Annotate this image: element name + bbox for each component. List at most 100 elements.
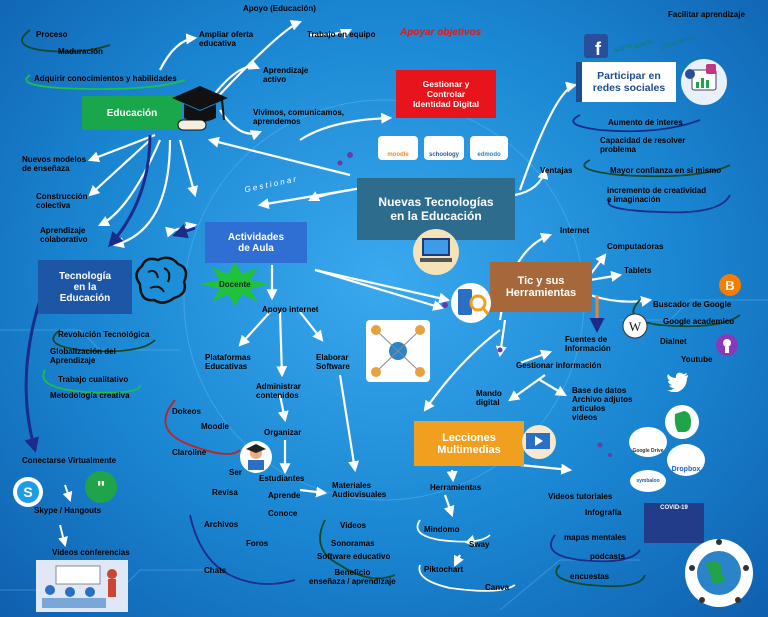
svg-text:S: S [23, 484, 32, 500]
label-skype: Skype / Hangouts [34, 506, 102, 515]
label-infografia: Infografía [585, 508, 622, 517]
label-gestionar-informacion: Gestionar información [516, 361, 602, 370]
docente-label: Docente [219, 280, 251, 289]
label-fuentes: Fuentes de Información [565, 335, 611, 353]
brain-icon [135, 256, 188, 304]
label-piktochart: Piktochart [424, 565, 464, 574]
globe-icon [685, 539, 753, 607]
label-claroline: Claroline [172, 448, 207, 457]
phone-search-icon [451, 283, 491, 323]
identidad-digital-node: Gestionar y Controlar Identidad Digital [396, 70, 496, 118]
student-icon [240, 441, 272, 473]
label-ventajas: Ventajas [540, 166, 573, 175]
label-beneficio: Beneficio enseñaza / aprendizaje [309, 568, 396, 586]
svg-text:B: B [725, 278, 734, 293]
label-cualitativo: Trabajo cualitativo [58, 375, 129, 384]
svg-text:f: f [595, 39, 602, 58]
evernote-icon [665, 405, 699, 439]
label-mapas: mapas mentales [564, 533, 627, 542]
label-dokeos: Dokeos [172, 407, 201, 416]
moodle-logo: moodle [378, 136, 418, 160]
label-internet: Internet [560, 226, 590, 235]
label-youtube: Youtube [681, 355, 713, 364]
label-academico: Google academico [663, 317, 735, 326]
computer-icon [413, 229, 459, 275]
label-apoyo-internet: Apoyo internet [262, 305, 319, 314]
label-foros: Foros [246, 539, 269, 548]
label-videos: Videos [340, 521, 367, 530]
covid-infographic: COVID-19 [644, 503, 704, 543]
label-buscador: Buscador de Google [653, 300, 732, 309]
label-aprendizaje-activo: Aprendizaje activo [263, 66, 309, 84]
tecnologia-node: Tecnología en la Educación [38, 260, 132, 314]
label-globalizacion: Globalización del Aprendizaje [50, 347, 116, 365]
label-construccion: Construcción colectiva [36, 192, 88, 210]
label-sway: Sway [469, 540, 490, 549]
schoology-logo: schoology [424, 136, 464, 160]
edmodo-logo: edmodo [470, 136, 508, 160]
social-media-icon [681, 59, 727, 105]
label-facilitar: Facilitar aprendizaje [668, 10, 745, 19]
label-base-datos: Base de datos Archivo adjutos articulos … [572, 386, 633, 422]
label-revisa: Revisa [212, 488, 238, 497]
label-colaborativo: Aprendizaje colaborativo [40, 226, 88, 244]
label-creatividad: incremento de creatividad e imaginación [607, 186, 707, 204]
symbaloo-logo: symbaloo [630, 470, 666, 492]
people-network-icon [366, 320, 430, 382]
docente-star [200, 262, 270, 306]
lecciones-node: Lecciones Multimedias [414, 421, 524, 466]
label-maduracion: Maduración [58, 47, 103, 56]
twitter-icon [667, 372, 688, 392]
svg-text:": " [97, 478, 106, 498]
label-chats: Chats [204, 566, 227, 575]
label-tablets: Tablets [624, 266, 652, 275]
label-mindomo: Mindomo [424, 525, 460, 534]
label-proceso: Proceso [36, 30, 68, 39]
label-computadoras: Computadoras [607, 242, 664, 251]
label-ampliar: Ampliar oferta educativa [199, 30, 254, 48]
label-dialnet: Dialnet [660, 337, 687, 346]
hangouts-icon: " [85, 471, 117, 503]
tic-node: Tic y sus Herramientas [490, 262, 592, 312]
redes-sociales-node: Participar en redes sociales [576, 62, 676, 102]
skype-icon: S [13, 477, 43, 507]
label-moodle: Moodle [201, 422, 229, 431]
label-canva: Canva [485, 583, 510, 592]
label-confianza: Mayor confianza en si mismo [610, 166, 722, 175]
podcast-icon [716, 334, 738, 356]
label-materiales: Materiales Audiovisuales [332, 481, 387, 499]
dropbox-logo: Dropbox [667, 444, 705, 476]
label-videoconferencias: Videos conferencias [52, 548, 130, 557]
label-capacidad: Capacidad de resolver problema [600, 136, 686, 154]
educacion-node: Educación [82, 96, 182, 130]
graduation-cap-icon [172, 86, 228, 131]
label-mando: Mando digital [476, 389, 502, 407]
label-conoce: Conoce [268, 509, 298, 518]
label-metodologia: Metodología creativa [50, 391, 130, 400]
meeting-icon [36, 560, 128, 612]
label-aprende: Aprende [268, 491, 301, 500]
label-vivimos: Vivimos, comunicamos, aprendemos [253, 108, 344, 126]
google-drive-logo: Google Drive [629, 427, 667, 457]
label-nuevos-modelos: Nuevos modelos de enseñaza [22, 155, 87, 173]
label-apoyo-educacion: Apoyo (Educación) [243, 4, 316, 13]
label-ser: Ser [229, 468, 242, 477]
actividades-node: Actividades de Aula [205, 222, 307, 263]
label-adquirir: Adquirir conocimientos y habilidades [34, 74, 177, 83]
label-herramientas: Herramientas [430, 483, 482, 492]
label-estudiantes: Estudiantes [259, 474, 305, 483]
label-podcasts: podcasts [590, 552, 626, 561]
label-encuestas: encuestas [570, 572, 610, 581]
label-videos-tutoriales: Videos tutoriales [548, 492, 613, 501]
wikipedia-icon: W [622, 313, 648, 339]
svg-text:W: W [629, 319, 642, 334]
label-organizar: Organizar [264, 428, 302, 437]
label-sonoramas: Sonoramas [331, 539, 375, 548]
label-plataformas: Plataformas Educativas [205, 353, 251, 371]
label-archivos: Archivos [204, 520, 239, 529]
blogger-icon: B [719, 274, 741, 296]
label-aumento: Aumento de interes [608, 118, 683, 127]
label-conectarse: Conectarse Virtualmente [22, 456, 117, 465]
